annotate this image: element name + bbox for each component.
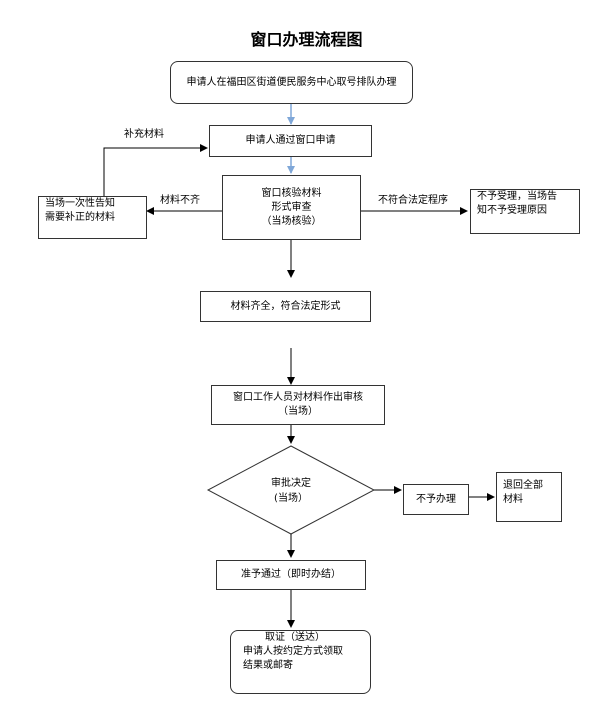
node-queue-text: 申请人在福田区街道便民服务中心取号排队办理	[186, 76, 397, 88]
node-complete: 材料齐全，符合法定形式	[200, 291, 371, 322]
node-review: 窗口工作人员对材料作出审核 （当场）	[211, 385, 385, 425]
edge-label-incomplete: 材料不齐	[160, 195, 200, 206]
node-return: 退回全部 材料	[496, 472, 562, 522]
node-reject-accept-line-2: 知不予受理原因	[477, 205, 547, 216]
node-check-line-1: 窗口核验材料	[261, 187, 322, 199]
edge-label-supplement: 补充材料	[124, 129, 164, 140]
node-apply: 申请人通过窗口申请	[209, 125, 372, 157]
node-return-line-2: 材料	[503, 494, 523, 505]
node-review-line-2: （当场）	[278, 406, 318, 417]
arrow-notify-to-apply	[103, 144, 208, 196]
node-collect: 取证（送达） 申请人按约定方式领取 结果或邮寄	[230, 630, 371, 694]
node-return-line-1: 退回全部	[503, 480, 543, 491]
node-complete-text: 材料齐全，符合法定形式	[230, 300, 341, 312]
node-collect-line-2: 申请人按约定方式领取	[243, 646, 343, 657]
node-queue: 申请人在福田区街道便民服务中心取号排队办理	[170, 61, 413, 104]
node-check: 窗口核验材料 形式审查 （当场核验）	[222, 175, 361, 240]
diagram-title: 窗口办理流程图	[250, 30, 363, 49]
node-approve-text: 准予通过（即时办结）	[241, 569, 341, 580]
node-notify-line-1: 当场一次性告知	[45, 198, 115, 209]
node-collect-line-3: 结果或邮寄	[243, 660, 293, 671]
node-decision-text: 审批决定 (当场）	[241, 476, 341, 506]
node-decision-line-1: 审批决定	[271, 478, 311, 489]
node-check-line-3: （当场核验）	[261, 215, 322, 227]
node-notify-line-2: 需要补正的材料	[45, 212, 115, 223]
node-notify: 当场一次性告知 需要补正的材料	[38, 196, 147, 239]
node-collect-line-1: 取证（送达）	[265, 632, 325, 643]
node-reject-accept-line-1: 不予受理，当场告	[477, 191, 557, 202]
node-reject-handle: 不予办理	[403, 484, 469, 515]
edge-label-not-legal: 不符合法定程序	[378, 195, 448, 206]
node-check-line-2: 形式审查	[271, 201, 312, 213]
node-apply-text: 申请人通过窗口申请	[245, 135, 336, 146]
node-review-line-1: 窗口工作人员对材料作出审核	[233, 392, 363, 403]
node-approve: 准予通过（即时办结）	[216, 560, 366, 590]
node-reject-handle-text: 不予办理	[416, 493, 456, 505]
node-reject-accept: 不予受理，当场告 知不予受理原因	[470, 189, 580, 234]
node-decision-line-2: (当场）	[274, 493, 308, 504]
